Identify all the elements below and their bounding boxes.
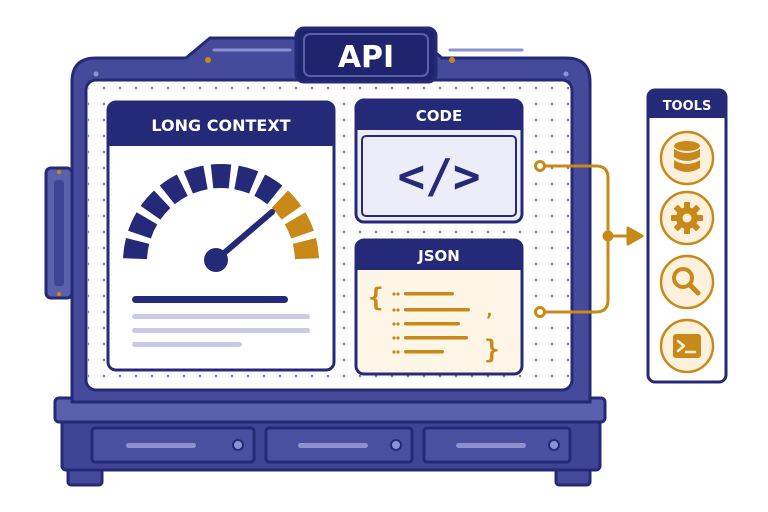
code-brackets-icon: </> [397,149,480,203]
json-title: JSON [417,247,460,265]
drawer-right [422,426,572,464]
gauge-segment [254,174,283,205]
json-comma: , [484,300,495,321]
text-line [132,314,310,319]
tools-panel: TOOLS [646,88,728,384]
gauge-segment-highlighted [271,190,302,220]
api-title-badge: API [294,26,438,84]
connector-junction [602,230,614,242]
gauge-segment [128,212,158,239]
gauge-segment [183,165,208,194]
drawer-middle [264,426,414,464]
context-gauge [123,164,319,260]
arrow-head-icon [626,226,644,246]
gear-icon [671,202,703,234]
api-title: API [338,40,394,75]
gauge-hub [204,248,228,272]
terminal-icon [673,334,701,358]
gauge-segment [234,165,259,194]
gauge-segment [210,164,232,189]
tool-search [659,254,715,310]
connector-node [534,306,546,318]
text-line [132,342,242,347]
tool-database [659,130,715,186]
json-close-brace: } [484,335,500,365]
long-context-title: LONG CONTEXT [151,116,290,135]
gauge-segment [123,238,150,260]
gauge-needle [213,209,275,263]
tool-settings [659,190,715,246]
json-panel: JSON { } , [354,238,524,376]
long-context-panel: LONG CONTEXT [106,100,336,372]
tool-terminal [659,318,715,374]
gauge-segment [140,190,171,220]
code-title: CODE [416,107,462,125]
side-handle [44,166,74,300]
text-line-strong [132,296,288,303]
gauge-segment-highlighted [292,238,319,260]
gauge-segment [159,174,188,205]
json-open-brace: { [368,283,384,313]
database-icon [674,141,700,172]
search-icon [672,267,701,296]
connector-node [534,160,546,172]
code-panel: CODE </> [354,98,524,224]
drawer-left [90,426,256,464]
gauge-segment-highlighted [284,212,314,239]
json-lines [392,292,470,354]
text-line [132,328,310,333]
tools-title: TOOLS [663,99,712,114]
connectors [534,160,644,318]
machine-base [53,396,607,487]
